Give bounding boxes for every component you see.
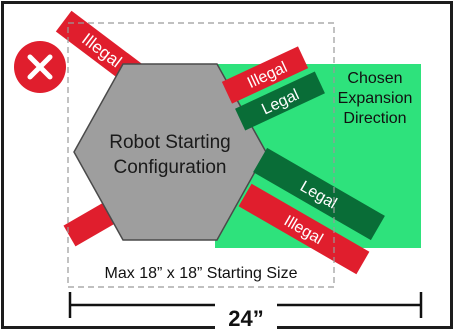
robot-label-line1: Robot Starting bbox=[109, 132, 230, 153]
close-icon bbox=[14, 41, 66, 93]
max-size-label: Max 18” x 18” Starting Size bbox=[105, 265, 298, 282]
expansion-label-line1: Chosen bbox=[347, 70, 402, 87]
robot-starting-configuration bbox=[73, 63, 267, 241]
expansion-label-line2: Expansion bbox=[338, 90, 413, 107]
robot-label-line2: Configuration bbox=[113, 157, 226, 178]
expansion-label-line3: Direction bbox=[343, 110, 406, 127]
dimension-label-bg bbox=[215, 300, 277, 330]
max-size-box bbox=[67, 22, 335, 288]
dimension-label: 24” bbox=[228, 306, 263, 330]
